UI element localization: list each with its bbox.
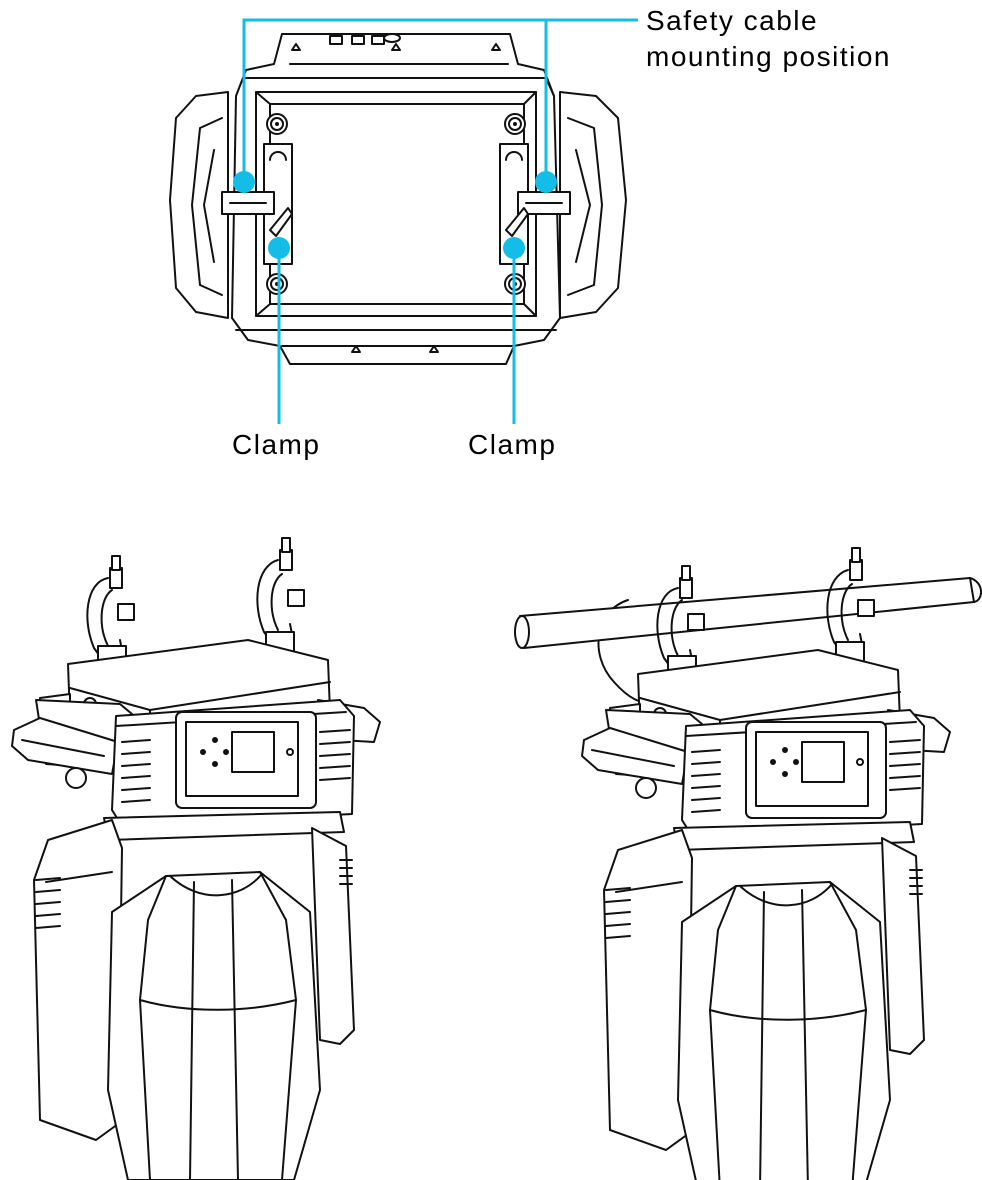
clamp-knob-right [505, 207, 529, 237]
safety-cable-point-right [535, 171, 557, 193]
foot [266, 273, 288, 295]
safety-cable-label-line2: mounting position [646, 41, 891, 72]
callout-safety-cable: Safety cable mounting position [233, 5, 891, 193]
safety-cable-label-line1: Safety cable [646, 5, 818, 36]
callout-clamps: Clamp Clamp [232, 237, 556, 460]
foot [266, 113, 288, 135]
clamp-label-left: Clamp [232, 429, 320, 460]
clamp-point-left [268, 237, 290, 259]
safety-cable-point-left [233, 171, 255, 193]
fixture-with-clamps [11, 537, 381, 1180]
hook-clamp [86, 555, 135, 667]
clamp-point-right [503, 237, 525, 259]
clamp-knob-left [269, 207, 293, 237]
clamp-label-right: Clamp [468, 429, 556, 460]
truss-pipe [514, 577, 982, 649]
fixture-on-truss [581, 547, 951, 1180]
hook-clamp [256, 537, 305, 653]
foot [504, 113, 526, 135]
fixture-top-view [169, 33, 627, 365]
fixture-mounted-on-truss [514, 577, 982, 705]
